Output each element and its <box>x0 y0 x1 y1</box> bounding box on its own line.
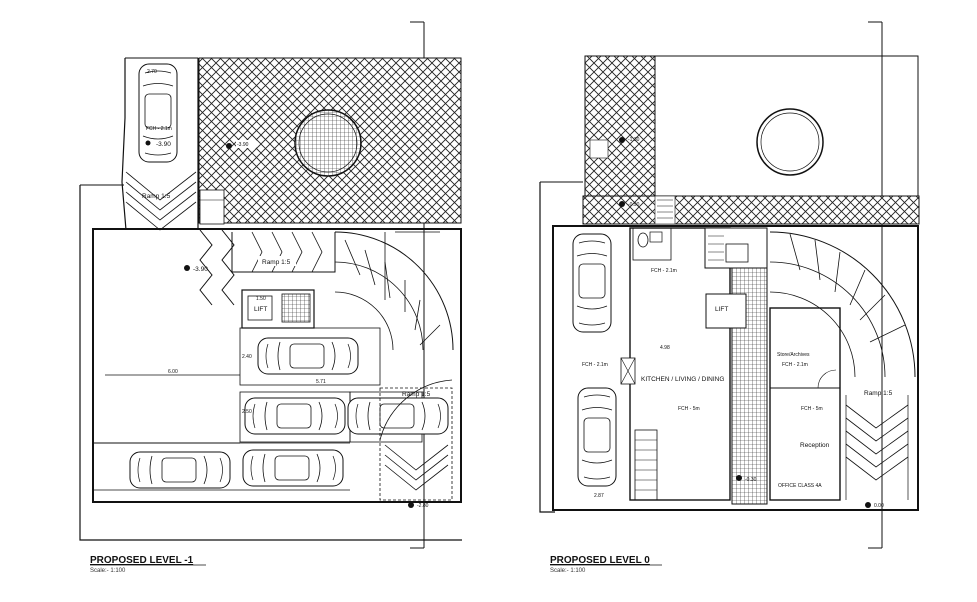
level-court: -3.90 <box>237 142 249 148</box>
dim-car-width: 2.70 <box>147 69 157 75</box>
car-4 <box>129 451 231 489</box>
level-bottom: -2.80 <box>417 503 429 509</box>
dim-width: 6.00 <box>168 369 178 375</box>
lift-label: LIFT <box>254 306 267 313</box>
basement-outline <box>92 228 462 503</box>
fch-car-label: FCH - 2.1m <box>582 362 608 368</box>
fch-kitchen: FCH - 5m <box>678 406 700 412</box>
store-label: Store/Archives <box>777 352 810 358</box>
hatch-strip <box>582 195 920 225</box>
car-6 <box>572 233 612 333</box>
ramp-label-top: Ramp 1:5 <box>142 193 171 200</box>
plan-title-2: PROPOSED LEVEL 0 <box>550 555 650 566</box>
ramp-label-right: Ramp 1:5 <box>402 391 431 398</box>
curved-ramp <box>334 231 454 351</box>
car-2 <box>244 397 346 435</box>
fch-label: FCH - 2.1m <box>146 126 172 132</box>
level-top: -1.30 <box>628 137 640 143</box>
skylight-circle <box>294 109 362 177</box>
dim-bay: 5.71 <box>316 379 326 385</box>
fch-wc: FCH - 2.1m <box>651 268 677 274</box>
lift-label-2: LIFT <box>715 306 728 313</box>
dim-lift: 1.50 <box>256 296 266 302</box>
plan-scale-2: Scale:- 1:100 <box>550 568 586 574</box>
ramp-zigzag <box>199 229 336 306</box>
fch-store: FCH - 2.1m <box>782 362 808 368</box>
dim-kitchen: 4.98 <box>660 345 670 351</box>
kitchen-label: KITCHEN / LIVING / DINING <box>641 376 724 383</box>
ramp-chevrons-right <box>384 444 449 491</box>
fch-office: FCH - 5m <box>801 406 823 412</box>
kitchen-room <box>629 227 731 501</box>
car-1 <box>257 337 359 375</box>
plan-level-0: -1.30 -0.90 FCH - 2.1m 2.87 FCH - 2.1m 4… <box>539 21 920 574</box>
office-label: OFFICE CLASS 4A <box>778 483 822 489</box>
dim-car: 2.87 <box>594 493 604 499</box>
dim-2: 2.40 <box>242 354 252 360</box>
office-block <box>769 307 841 501</box>
ground-outline <box>552 225 919 511</box>
level-stairs: -0.30 <box>745 477 757 483</box>
ramp-chevrons-2 <box>845 404 909 481</box>
lift-core-2 <box>705 293 747 329</box>
skylight-circle-2 <box>756 108 824 176</box>
curved-ramp-2 <box>769 231 916 378</box>
car-7 <box>577 387 617 487</box>
car-3 <box>347 397 449 435</box>
hatch-top-left <box>584 55 656 197</box>
level-bottom-2: 0.00 <box>874 503 884 509</box>
level-court-2: -0.90 <box>628 202 640 208</box>
level-car: -3.90 <box>156 141 171 148</box>
plan-level-minus-1: Ramp 1:5 2.70 FCH - 2.1m -3.90 -3.90 Ram… <box>79 21 462 574</box>
dim-3: 2.50 <box>242 409 252 415</box>
ramp-label-mid: Ramp 1:5 <box>262 259 291 266</box>
ramp-chevrons-top <box>125 171 197 231</box>
ramp-label-2: Ramp 1:5 <box>864 390 893 397</box>
reception-label: Reception <box>800 442 830 449</box>
level-main: -3.90 <box>193 266 208 273</box>
plan-scale: Scale:- 1:100 <box>90 568 126 574</box>
plan-title: PROPOSED LEVEL -1 <box>90 555 194 566</box>
car-5 <box>242 449 344 487</box>
